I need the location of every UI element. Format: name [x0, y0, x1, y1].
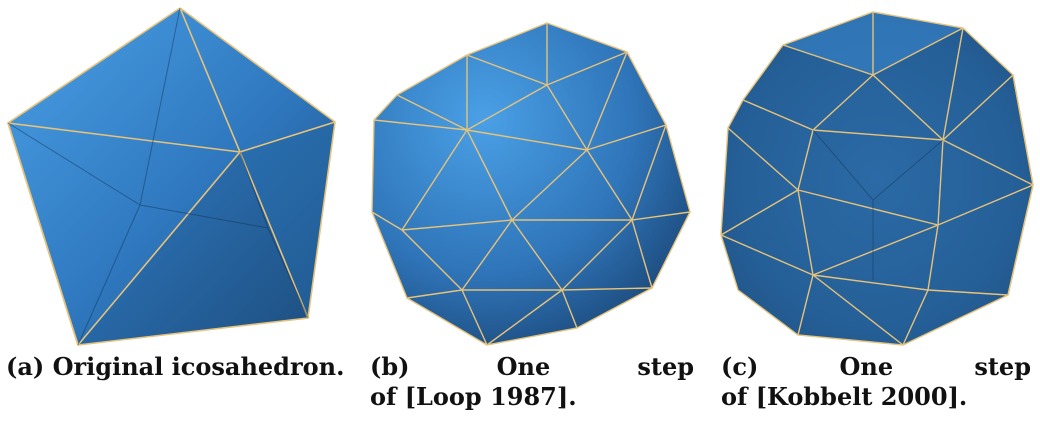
caption-a: (a) Original icosahedron.: [6, 352, 356, 382]
hidden-edges: [7, 7, 309, 346]
caption-c: (c) One step of [Kobbelt 2000].: [721, 352, 1031, 412]
caption-b-line2: of [Loop 1987].: [370, 382, 577, 411]
caption-a-text: Original icosahedron.: [52, 352, 345, 381]
caption-b-word1: One: [496, 352, 551, 381]
panel-a-image: [0, 0, 350, 350]
mesh-edges: [720, 11, 1034, 346]
caption-b: (b) One step of [Loop 1987].: [370, 352, 694, 412]
silhouette: [721, 12, 1033, 345]
panel-c-image: [713, 0, 1040, 350]
caption-b-word2: step: [637, 352, 694, 381]
caption-a-label: (a): [6, 352, 45, 381]
caption-c-word1: One: [839, 352, 894, 381]
panel-b-image: [362, 0, 698, 350]
icosahedron-render: [7, 7, 336, 346]
front-right-face: [240, 122, 335, 318]
caption-c-label: (c): [721, 352, 759, 381]
loop-subdivision-render: [371, 22, 691, 346]
silhouette: [8, 8, 335, 345]
caption-b-label: (b): [370, 352, 410, 381]
caption-c-line1: (c) One step: [721, 352, 1031, 382]
caption-b-line1: (b) One step: [370, 352, 694, 382]
silhouette: [372, 23, 690, 345]
hidden-edges: [812, 129, 944, 280]
bottom-face: [78, 152, 308, 345]
caption-c-word2: step: [974, 352, 1031, 381]
mesh-edges: [371, 22, 691, 346]
caption-c-line2: of [Kobbelt 2000].: [721, 382, 968, 411]
icosahedron-edges: [7, 7, 336, 346]
kobbelt-subdivision-render: [720, 11, 1034, 346]
